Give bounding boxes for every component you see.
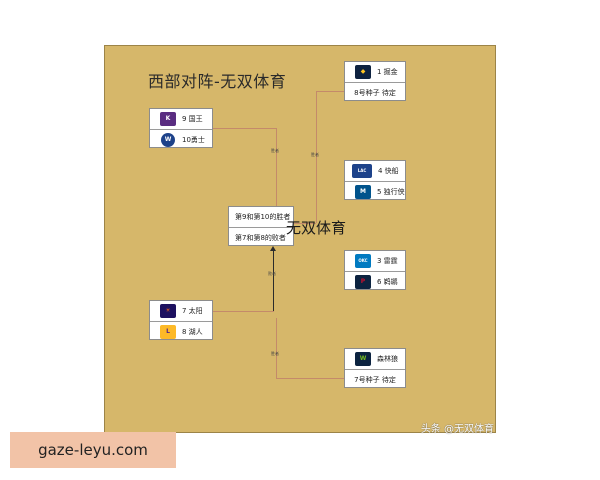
team-label: 7 太阳 [182, 306, 203, 315]
team-row: K 9 国王 [150, 109, 212, 128]
team-label: 10勇士 [182, 135, 205, 144]
team-row: M 5 独行侠 [345, 181, 405, 201]
matchup-nuggets: ◆ 1 掘金 8号种子 待定 [344, 61, 406, 101]
kings-logo-icon: K [160, 111, 176, 126]
connector-m1 [212, 128, 276, 129]
timberwolves-logo-icon: W [355, 351, 371, 366]
thunder-logo-icon: OKC [355, 253, 371, 268]
play-in-center: 第9和第10的胜者 第7和第8的败者 [228, 206, 294, 246]
warriors-logo-icon: W [161, 132, 175, 147]
team-row: OKC 3 雷霆 [345, 251, 405, 270]
team-row: W 森林狼 [345, 349, 405, 368]
page-title: 西部对阵-无双体育 [148, 72, 287, 91]
team-row: ☀ 7 太阳 [150, 301, 212, 320]
connector-center-right [294, 223, 316, 224]
team-label: 6 鹈鹕 [377, 277, 398, 286]
team-row: ◆ 1 掘金 [345, 62, 405, 81]
mavericks-logo-icon: M [355, 184, 371, 199]
tag-winner-1: 胜者 [271, 148, 279, 153]
lakers-logo-icon: L [160, 324, 176, 339]
pelicans-logo-icon: P [355, 274, 371, 289]
bracket-board [104, 45, 496, 433]
connector-m2 [212, 311, 274, 312]
team-label: 1 掘金 [377, 67, 398, 76]
connector-m2-down [276, 318, 277, 378]
matchup-thunder-pelicans: OKC 3 雷霆 P 6 鹈鹕 [344, 250, 406, 290]
team-row: 7号种子 待定 [345, 369, 405, 389]
play-in-loser: 第7和第8的败者 [229, 227, 293, 247]
team-label: 9 国王 [182, 114, 203, 123]
team-label: 7号种子 待定 [354, 375, 396, 384]
team-row: P 6 鹈鹕 [345, 271, 405, 291]
center-watermark: 无双体育 [286, 219, 347, 237]
tag-loser: 败者 [268, 271, 276, 276]
connector-right1 [316, 91, 344, 92]
team-row: LAC 4 快船 [345, 161, 405, 180]
connector-right1-down [316, 91, 317, 223]
team-label: 8号种子 待定 [354, 88, 396, 97]
tag-winner-2: 胜者 [311, 152, 319, 157]
team-row: W 10勇士 [150, 129, 212, 149]
matchup-clippers-mavericks: LAC 4 快船 M 5 独行侠 [344, 160, 406, 200]
clippers-logo-icon: LAC [352, 163, 372, 178]
nuggets-logo-icon: ◆ [355, 64, 371, 79]
connector-m2-up [273, 250, 274, 311]
arrow-up-icon [270, 246, 276, 251]
tag-winner-3: 胜者 [271, 351, 279, 356]
center-bottom-label: 第7和第8的败者 [235, 233, 286, 242]
site-banner[interactable]: gaze-leyu.com [10, 432, 176, 468]
matchup-timberwolves: W 森林狼 7号种子 待定 [344, 348, 406, 388]
matchup-kings-warriors: K 9 国王 W 10勇士 [149, 108, 213, 148]
play-in-winner: 第9和第10的胜者 [229, 207, 293, 226]
credit-watermark: 头条 @无双体育 [420, 424, 494, 435]
team-label: 森林狼 [377, 354, 398, 363]
team-label: 4 快船 [378, 166, 399, 175]
matchup-suns-lakers: ☀ 7 太阳 L 8 湖人 [149, 300, 213, 340]
team-row: L 8 湖人 [150, 321, 212, 341]
team-label: 8 湖人 [182, 327, 203, 336]
team-row: 8号种子 待定 [345, 82, 405, 102]
site-banner-text: gaze-leyu.com [38, 441, 148, 459]
team-label: 3 雷霆 [377, 256, 398, 265]
connector-right4 [276, 378, 344, 379]
team-label: 5 独行侠 [377, 187, 405, 196]
connector-m1-down [276, 128, 277, 206]
suns-logo-icon: ☀ [160, 303, 176, 318]
center-top-label: 第9和第10的胜者 [235, 212, 291, 221]
